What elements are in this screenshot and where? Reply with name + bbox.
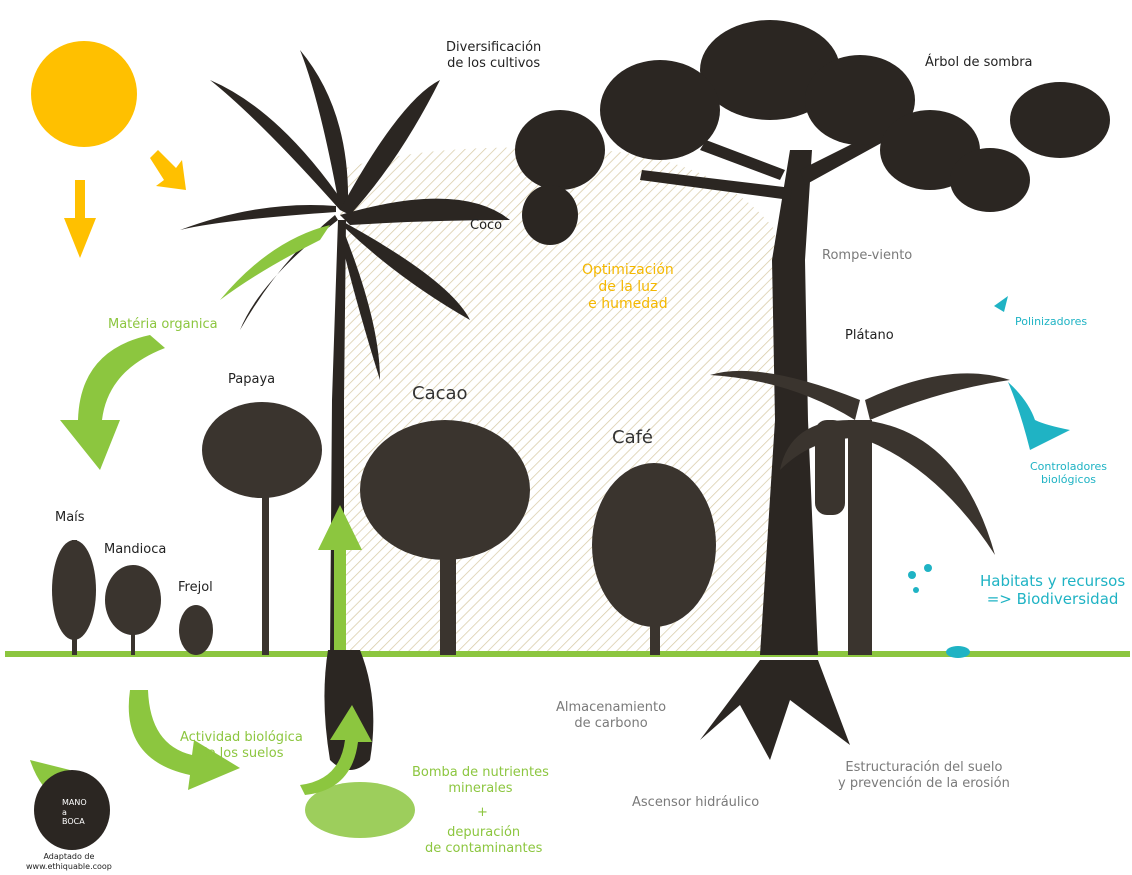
label-diversificacion: Diversificación de los cultivos [446, 40, 541, 71]
label-polinizadores: Polinizadores [1015, 315, 1087, 328]
label-frejol: Frejol [178, 580, 213, 596]
organic-matter-arrow-icon [60, 335, 165, 470]
label-platano: Plátano [845, 328, 894, 344]
sun-icon [31, 41, 137, 147]
label-cafe: Café [612, 427, 653, 449]
label-mandioca: Mandioca [104, 542, 166, 558]
label-rompe-viento: Rompe-viento [822, 248, 912, 264]
cassava-plant-icon [105, 565, 161, 655]
bird-icon [1008, 382, 1070, 450]
label-optimizacion: Optimización de la luz e humedad [582, 262, 674, 312]
papaya-tree-icon [202, 402, 322, 655]
label-coco: Coco [470, 218, 502, 234]
label-papaya: Papaya [228, 372, 275, 388]
label-mais: Maís [55, 510, 85, 526]
label-estructuracion: Estructuración del suelo y prevención de… [838, 760, 1010, 791]
label-almacenamiento: Almacenamiento de carbono [556, 700, 666, 731]
rodent-icon [946, 646, 970, 658]
label-bomba: Bomba de nutrientes minerales [412, 765, 549, 796]
label-actividad: Actividad biológica de los suelos [180, 730, 303, 761]
sun-arrow-diagonal-icon [150, 150, 186, 190]
label-arbol-sombra: Árbol de sombra [925, 55, 1033, 71]
sun-arrow-down-icon [64, 180, 96, 258]
label-cacao: Cacao [412, 383, 468, 405]
label-controladores: Controladores biológicos [1030, 460, 1107, 486]
logo-text: MANO a BOCA [62, 798, 87, 827]
label-habitats: Habitats y recursos => Biodiversidad [980, 572, 1125, 608]
label-depuracion: depuración de contaminantes [425, 825, 542, 856]
bean-plant-icon [179, 605, 213, 655]
label-credit: Adaptado de www.ethiquable.coop [26, 852, 112, 871]
mineral-particles-icon [305, 782, 415, 838]
label-materia-organica: Matéria organica [108, 317, 218, 333]
maize-plant-icon [52, 540, 96, 655]
label-plus: + [477, 805, 488, 821]
butterflies-icon [908, 564, 932, 593]
label-ascensor: Ascensor hidráulico [632, 795, 759, 811]
pollinator-icon [994, 296, 1008, 312]
